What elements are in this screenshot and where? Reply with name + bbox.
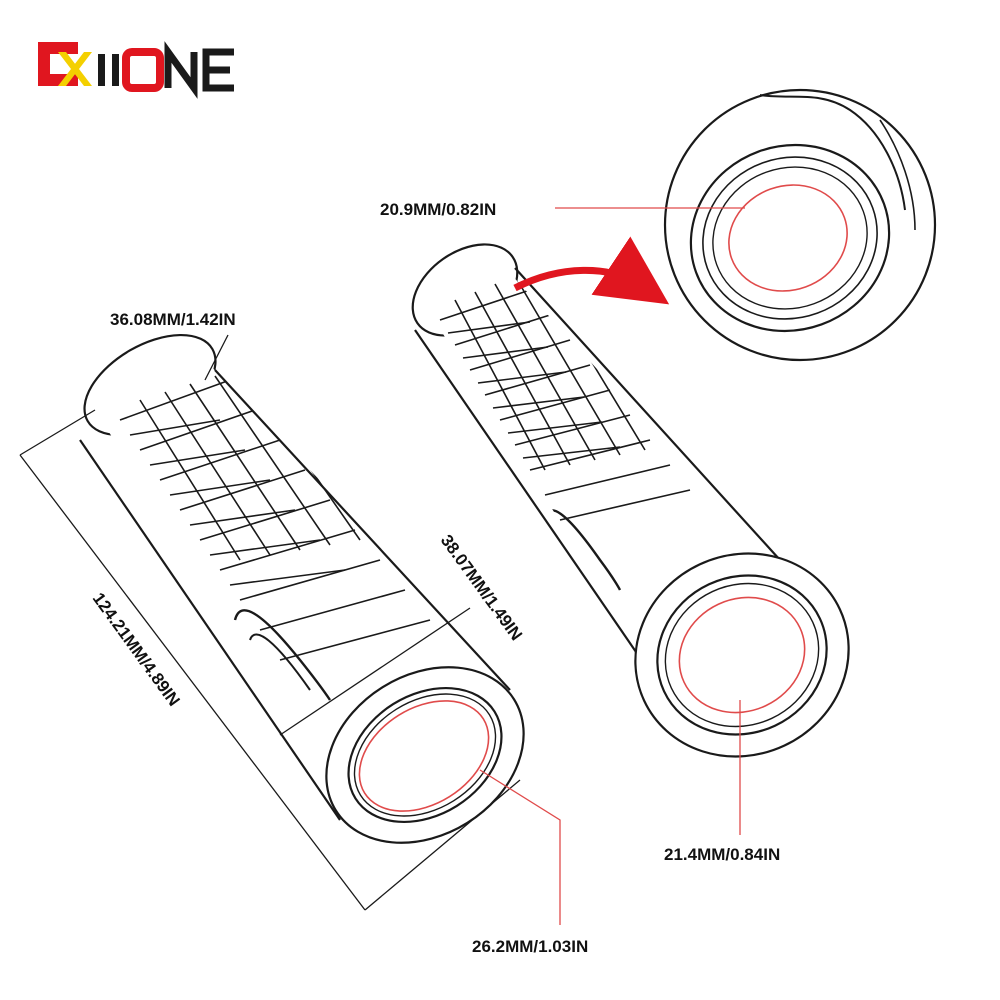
left-grip [79,333,525,844]
right-grip [411,243,850,758]
brand-logo [38,41,234,99]
left-inner-leader [479,769,561,925]
length-line [19,454,366,911]
detail-view [663,88,937,362]
right-grip-front-face [634,552,850,758]
right-grip-inner-bore [678,596,806,714]
dimension-lines [19,207,745,925]
left-grip-front-face [325,666,525,844]
dimension-detail-inner: 20.9MM/0.82IN [380,200,496,219]
left-grip-inner-bore [358,700,490,812]
dimension-left-inner: 26.2MM/1.03IN [472,937,588,956]
dimension-right-inner: 21.4MM/0.84IN [664,845,780,864]
outer-body-leader [279,607,471,736]
outer-end-leader [204,334,229,381]
detail-arrow [513,236,670,305]
detail-inner-bore [728,184,848,292]
left-grip-texture [119,360,431,701]
dimension-outer-end: 36.08MM/1.42IN [110,310,236,329]
